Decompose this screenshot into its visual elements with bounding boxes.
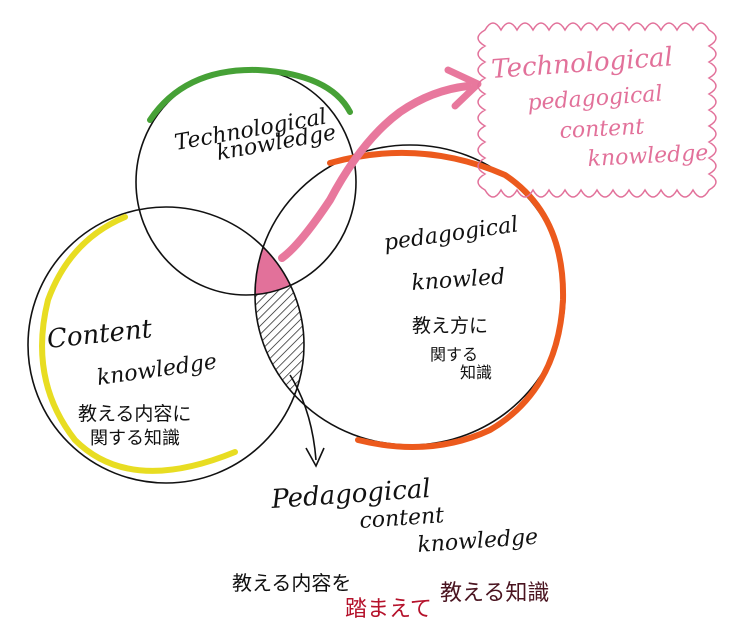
pck-jp-line2-b: 教える知識 xyxy=(440,581,549,606)
pedagogical-line2: knowled xyxy=(411,265,506,296)
content-jp2: 関する知識 xyxy=(90,428,180,449)
content-knowledge-circle xyxy=(27,206,305,484)
pedagogical-jp2: 関する xyxy=(430,345,478,364)
pedagogical-line1: pedagogical xyxy=(382,212,519,256)
pedagogical-accent-arc xyxy=(327,149,567,451)
pedagogical-jp3: 知識 xyxy=(460,363,492,382)
pck-arrow xyxy=(289,374,325,468)
tpck-label: Technological pedagogical content knowle… xyxy=(490,42,709,172)
content-line2: knowledge xyxy=(95,349,218,391)
technological-knowledge-label: Technological knowledge xyxy=(173,105,338,166)
pedagogical-knowledge-label: pedagogical knowled 教え方に 関する 知識 xyxy=(382,212,519,382)
content-knowledge-label: Content knowledge 教える内容に 関する知識 xyxy=(46,314,219,449)
tpck-line4: knowledge xyxy=(587,141,709,172)
pck-jp-line1: 教える内容を xyxy=(232,571,351,595)
tpck-line2: pedagogical xyxy=(527,82,664,116)
pck-label: Pedagogical content knowledge xyxy=(269,474,539,558)
pedagogical-jp1: 教え方に xyxy=(412,315,488,337)
technological-accent-arc xyxy=(147,66,353,123)
content-line1: Content xyxy=(46,314,154,355)
content-accent-arc xyxy=(39,214,238,474)
pck-japanese-caption: 教える内容を 踏まえて 教える知識 xyxy=(232,571,549,622)
technological-knowledge-circle xyxy=(135,66,357,296)
pck-arrowhead xyxy=(305,447,325,468)
tpck-line1: Technological xyxy=(490,42,673,85)
tpck-cloud-border xyxy=(477,22,717,198)
pck-jp-line2-a: 踏まえて xyxy=(345,597,432,622)
pedagogical-knowledge-circle xyxy=(254,144,567,451)
tpck-line3: content xyxy=(559,115,645,144)
pck-line3: knowledge xyxy=(417,525,539,558)
content-jp1: 教える内容に xyxy=(78,403,191,425)
pck-line2: content xyxy=(359,503,445,534)
